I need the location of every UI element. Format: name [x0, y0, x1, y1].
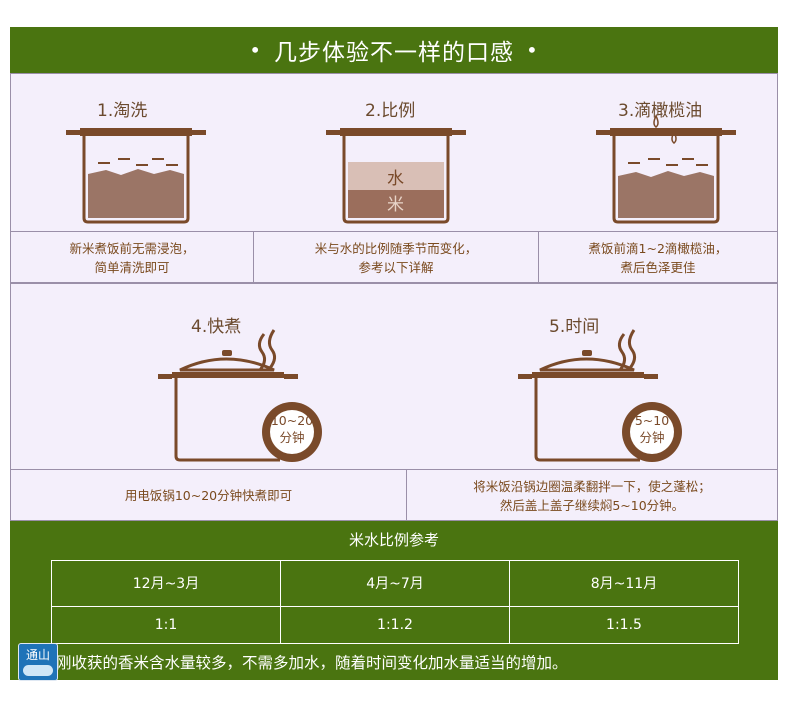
step-5-caption: 将米饭沿锅边圈温柔翻拌一下，使之蓬松； 然后盖上盖子继续焖5~10分钟。: [407, 470, 777, 521]
ratio-header-cell: 4月~7月: [280, 560, 510, 607]
step-5-timer: 5~10 分钟: [627, 412, 677, 446]
ratio-pot-icon: [326, 128, 466, 224]
rice-label: 米: [387, 195, 404, 215]
step-5-timer-unit: 分钟: [639, 430, 665, 445]
watermark-badge: 通山: [18, 643, 58, 681]
oil-pot-icon: [596, 114, 736, 224]
top-captions: 新米煮饭前无需浸泡， 简单清洗即可 米与水的比例随季节而变化， 参考以下详解 煮…: [11, 231, 777, 283]
page-title: 几步体验不一样的口感: [274, 40, 514, 66]
step-4-caption-line1: 用电饭锅10~20分钟快煮即可: [124, 488, 293, 503]
step-4-title: 4.快煮: [191, 317, 242, 337]
badge-text: 通山: [25, 648, 50, 662]
step-1-caption-line2: 简单清洗即可: [94, 259, 170, 275]
mid-captions: 用电饭锅10~20分钟快煮即可 将米饭沿锅边圈温柔翻拌一下，使之蓬松； 然后盖上…: [11, 469, 777, 521]
ratio-section: 米水比例参考 12月~3月 4月~7月 8月~11月 1:1 1:1.2 1:1…: [10, 521, 778, 680]
step-1-title: 1.淘洗: [97, 101, 148, 121]
cloud-icon: [23, 665, 53, 676]
step-2-caption-line2: 参考以下详解: [358, 259, 434, 275]
step-1-caption: 新米煮饭前无需浸泡， 简单清洗即可: [11, 232, 254, 283]
ratio-header-row: 12月~3月 4月~7月 8月~11月: [51, 560, 739, 607]
step-4-timer: 10~20 分钟: [267, 412, 317, 446]
step-4-caption: 用电饭锅10~20分钟快煮即可: [11, 470, 407, 521]
header-bullet-right: •: [526, 38, 539, 62]
step-3-caption: 煮饭前滴1~2滴橄榄油， 煮后色泽更佳: [539, 232, 777, 283]
ratio-value-cell: 1:1: [51, 605, 281, 645]
step-5-title: 5.时间: [549, 317, 600, 337]
step-5-caption-line1: 将米饭沿锅边圈温柔翻拌一下，使之蓬松；: [473, 478, 711, 494]
ratio-header-cell: 8月~11月: [509, 560, 739, 607]
page-header: • 几步体验不一样的口感 •: [10, 27, 778, 73]
ratio-header-cell: 12月~3月: [51, 560, 281, 607]
step-3-title: 3.滴橄榄油: [618, 101, 703, 121]
header-bullet-left: •: [249, 38, 262, 62]
step-3-caption-line2: 煮后色泽更佳: [620, 259, 696, 275]
step-1-caption-line1: 新米煮饭前无需浸泡，: [69, 240, 195, 256]
step-2-caption-line1: 米与水的比例随季节而变化，: [314, 240, 478, 256]
step-3-caption-line1: 煮饭前滴1~2滴橄榄油，: [588, 240, 728, 256]
ratio-value-cell: 1:1.5: [509, 605, 739, 645]
washing-pot-icon: [66, 128, 206, 224]
ratio-value-cell: 1:1.2: [280, 605, 510, 645]
ratio-note: 刚收获的香米含水量较多，不需多加水，随着时间变化加水量适当的增加。: [56, 654, 568, 672]
ratio-table: 12月~3月 4月~7月 8月~11月 1:1 1:1.2 1:1.5: [51, 560, 739, 645]
step-2-title: 2.比例: [365, 101, 416, 121]
step-4-timer-value: 10~20: [270, 413, 314, 428]
steps-panel-mid: 4.快煮 5.时间 10~20 分钟 5~10 分钟 用电饭锅10~2: [10, 283, 778, 521]
step-5-timer-value: 5~10: [634, 413, 670, 428]
ratio-table-title: 米水比例参考: [348, 531, 439, 549]
simmer-pot-icon: [518, 329, 682, 462]
steps-panel-top: 1.淘洗 2.比例 3.滴橄榄油 水 米: [10, 73, 778, 283]
step-2-caption: 米与水的比例随季节而变化， 参考以下详解: [254, 232, 539, 283]
ratio-value-row: 1:1 1:1.2 1:1.5: [51, 605, 739, 645]
step-4-timer-unit: 分钟: [279, 430, 305, 445]
quick-cook-pot-icon: [158, 329, 322, 462]
step-5-caption-line2: 然后盖上盖子继续焖5~10分钟。: [499, 497, 685, 513]
water-label: 水: [387, 169, 404, 189]
